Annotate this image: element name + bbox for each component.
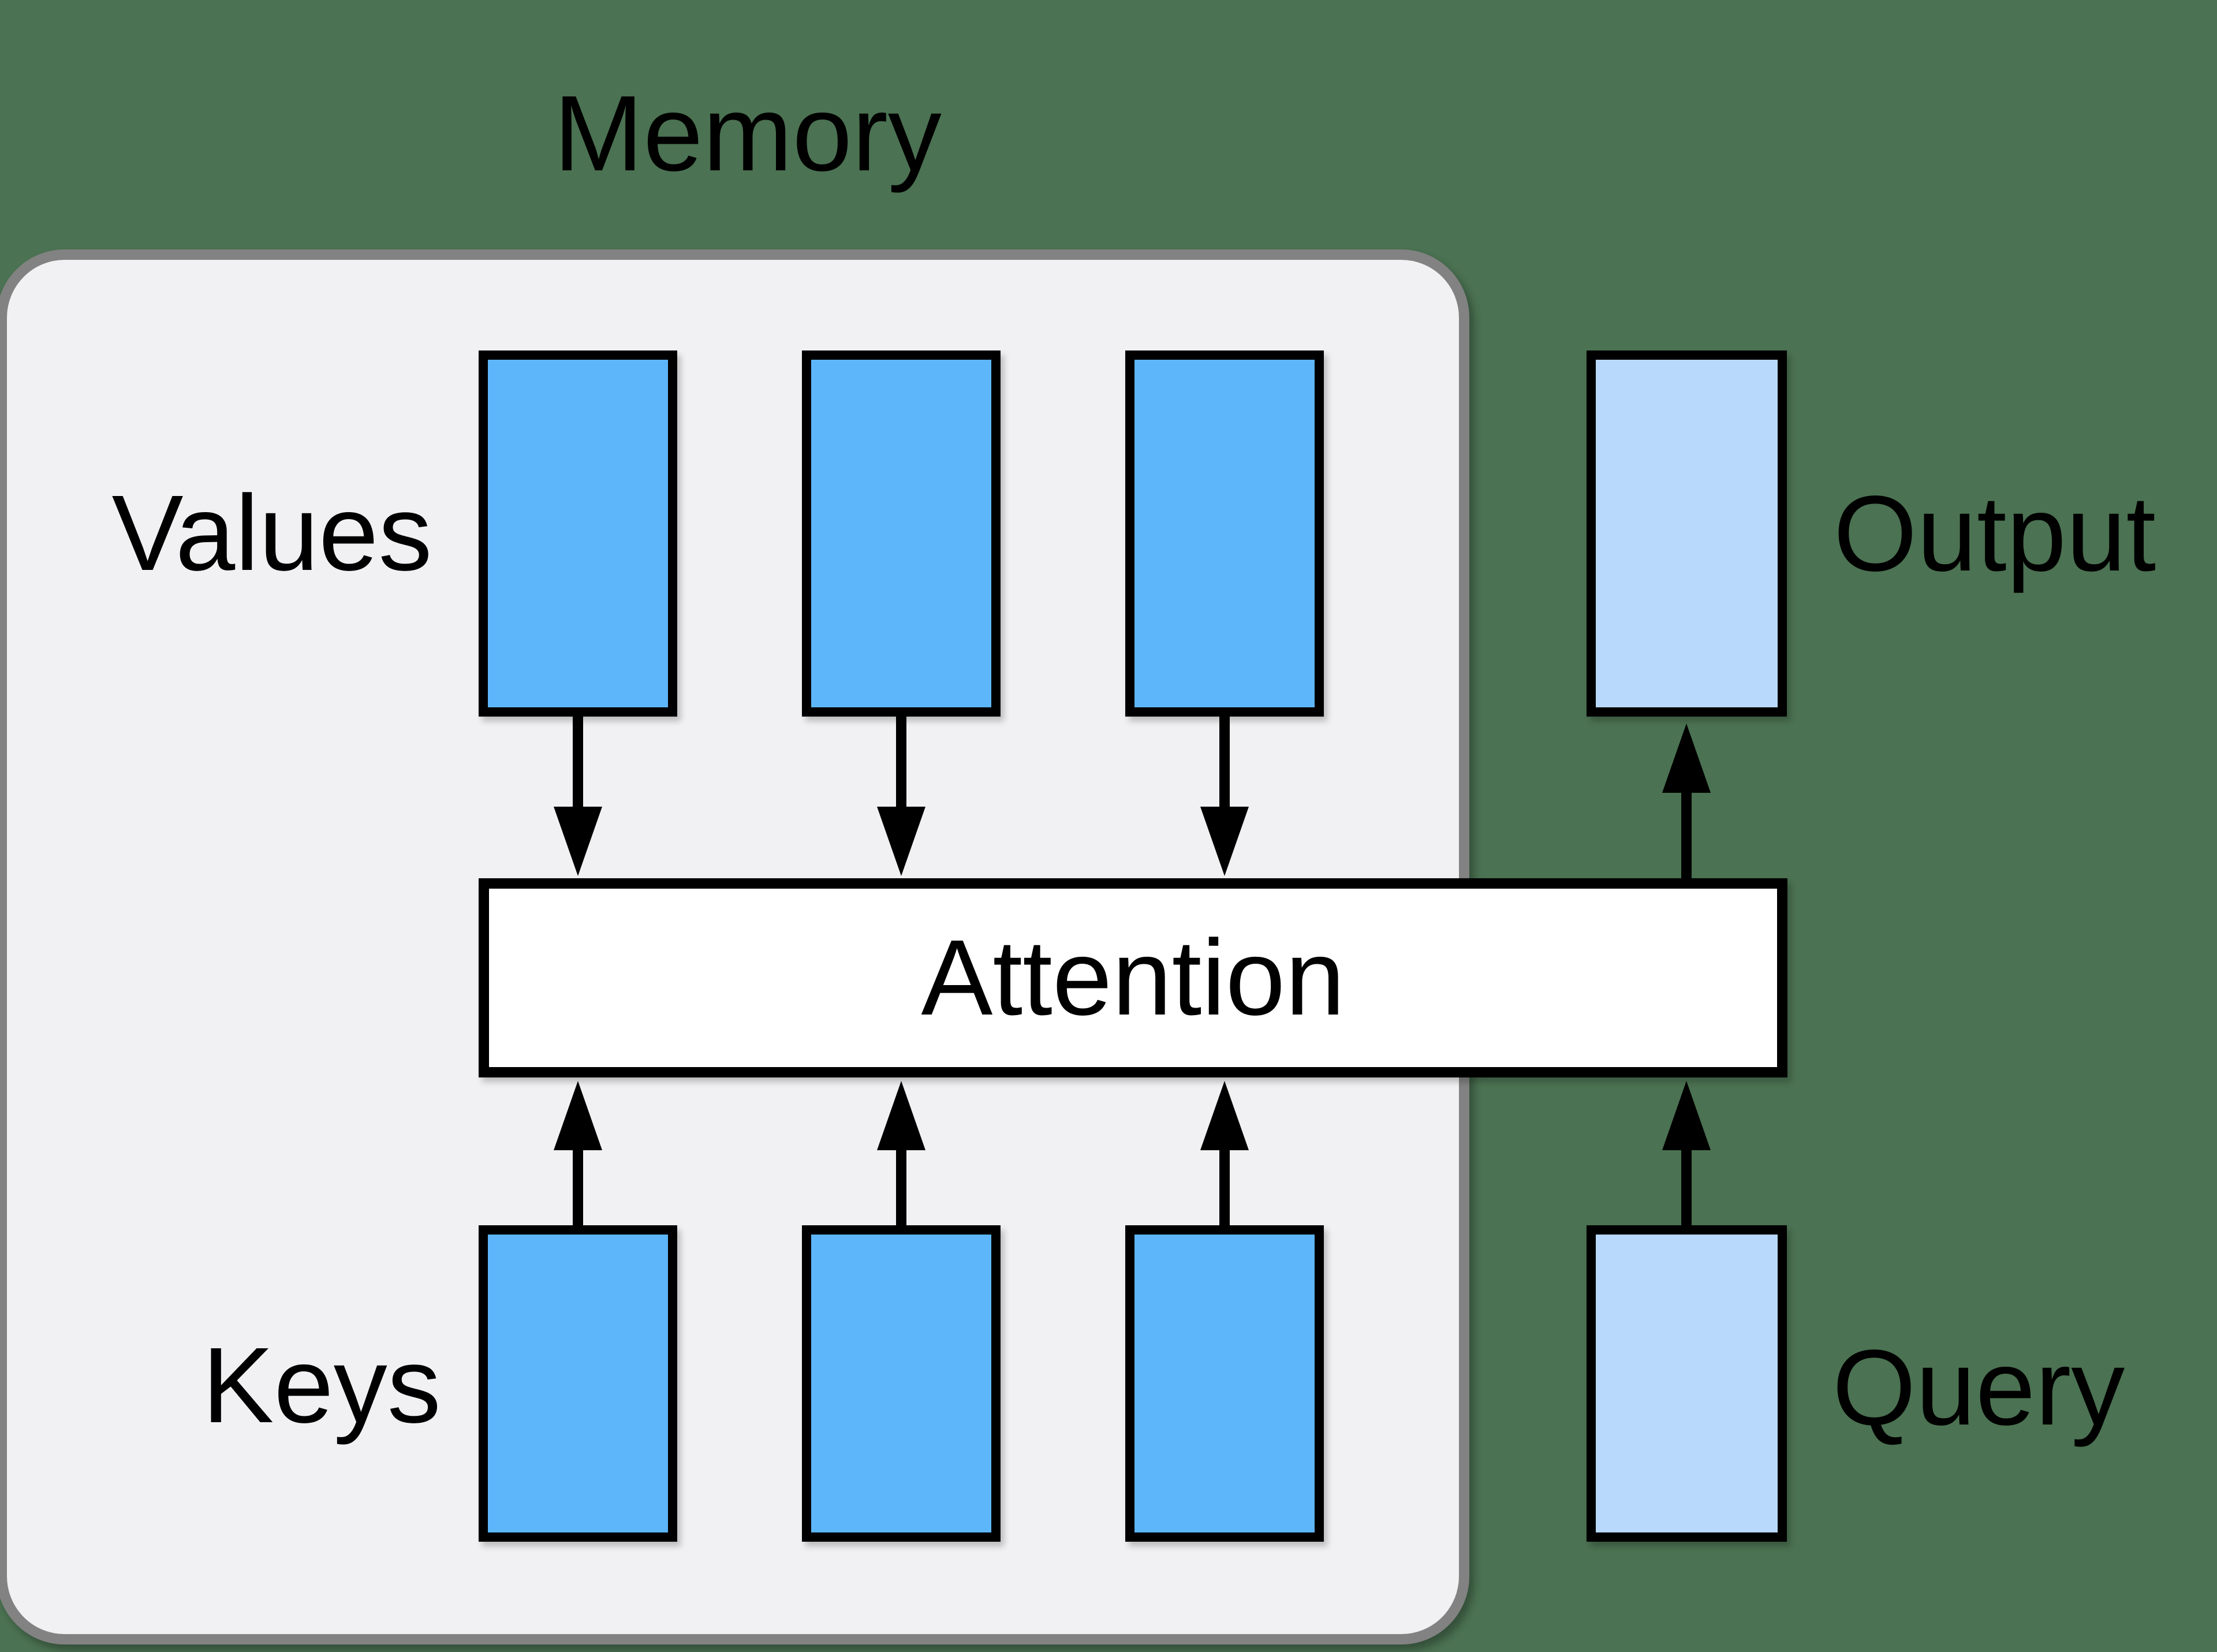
value-rect-3	[1125, 350, 1324, 717]
key-rect-1	[479, 1225, 677, 1542]
attention-label: Attention	[921, 918, 1345, 1038]
query-label: Query	[1832, 1328, 2125, 1448]
arrow-key-1-shaft	[573, 1144, 583, 1225]
output-label: Output	[1833, 474, 2156, 594]
arrow-key-2-shaft	[896, 1144, 906, 1225]
arrow-key-2-head-up-icon	[877, 1081, 925, 1150]
arrow-value-3-head-down-icon	[1200, 807, 1249, 876]
key-rect-3	[1125, 1225, 1324, 1542]
keys-label: Keys	[202, 1326, 441, 1445]
arrow-key-3-head-up-icon	[1200, 1081, 1249, 1150]
value-rect-1	[479, 350, 677, 717]
value-rect-2	[802, 350, 1001, 717]
values-label: Values	[111, 473, 432, 593]
arrow-value-1-head-down-icon	[554, 807, 602, 876]
arrow-value-2-shaft	[896, 717, 906, 812]
arrow-output-head-up-icon	[1662, 724, 1711, 793]
arrow-output-shaft	[1681, 787, 1692, 878]
arrow-value-2-head-down-icon	[877, 807, 925, 876]
arrow-query-head-up-icon	[1662, 1081, 1711, 1150]
arrow-value-3-shaft	[1219, 717, 1230, 812]
arrow-key-3-shaft	[1219, 1144, 1230, 1225]
memory-label: Memory	[554, 74, 942, 193]
attention-bar: Attention	[479, 878, 1787, 1077]
output-rect	[1587, 350, 1787, 717]
arrow-value-1-shaft	[573, 717, 583, 812]
arrow-query-shaft	[1681, 1144, 1692, 1225]
key-rect-2	[802, 1225, 1001, 1542]
arrow-key-1-head-up-icon	[554, 1081, 602, 1150]
query-rect	[1587, 1225, 1787, 1542]
